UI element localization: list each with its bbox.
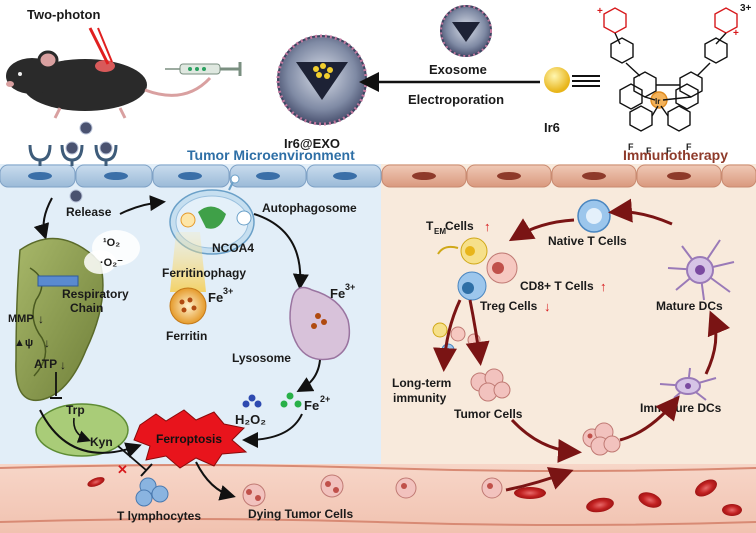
- lysosome-label: Lysosome: [232, 351, 291, 365]
- autophagosome-label: Autophagosome: [262, 201, 357, 215]
- dying-tumor-cells: [242, 474, 503, 507]
- immune-cycle-arrows: [433, 198, 730, 492]
- plus-right: +: [733, 28, 739, 39]
- fe2-label: Fe: [304, 398, 319, 413]
- fluorine-4: F: [686, 142, 692, 152]
- tem-t-label: T: [426, 219, 434, 233]
- psi-down-arrow: ↓: [44, 336, 50, 350]
- trp-to-kyn-arrow: [72, 417, 91, 443]
- effector-t-cells: [437, 237, 518, 301]
- mouse-illustration: [6, 27, 242, 119]
- ferroptosis-burst: [133, 409, 248, 469]
- t-lymphocytes-label: T lymphocytes: [117, 509, 201, 523]
- singlet-oxygen-label: ¹O₂: [103, 237, 120, 249]
- dying-tumor-cells-label: Dying Tumor Cells: [248, 507, 353, 521]
- arrow-to-ferroptosis: [242, 413, 303, 448]
- ir6-particle: [544, 67, 600, 93]
- treg-label: Treg Cells: [480, 299, 538, 313]
- atp-down-arrow: ↓: [60, 358, 66, 372]
- lysosome-fe-label: Fe: [330, 286, 345, 301]
- receptors: [28, 121, 118, 166]
- mmp-down-arrow: ↓: [38, 312, 44, 326]
- ir-atom-label: Ir: [655, 97, 660, 106]
- fluorine-2: F: [646, 146, 652, 156]
- tumor-cell-cluster: [470, 368, 511, 402]
- tem-subscript: EM: [434, 227, 446, 236]
- ferritinophagy-label: Ferritinophagy: [162, 266, 246, 280]
- ir6-label: Ir6: [544, 120, 560, 135]
- cd8-label: CD8+ T Cells: [520, 279, 594, 293]
- mmp-label: MMP: [8, 313, 34, 325]
- ferritin-particle: [169, 287, 207, 325]
- red-blood-cells: [87, 477, 742, 516]
- treg-down-arrow: ↓: [544, 299, 551, 314]
- kyn-label: Kyn: [90, 435, 113, 449]
- fe2-charge: 2+: [320, 394, 330, 404]
- immunotherapy-panel: [381, 164, 756, 464]
- mature-dcs-label: Mature DCs: [656, 299, 723, 313]
- kyn-inhibit-bar: [140, 463, 153, 477]
- ros-cloud: [84, 230, 140, 274]
- arrow-to-dying-cells: [195, 461, 236, 501]
- native-t-cell: [577, 199, 611, 233]
- trp-label: Trp: [66, 403, 85, 417]
- ferritin-fe-label: Fe: [208, 290, 223, 305]
- cd8-up-arrow: ↑: [600, 279, 607, 294]
- h2o2-dots: [242, 394, 262, 408]
- immunotherapy-title: Immunotherapy: [623, 147, 728, 163]
- ferritin-label: Ferritin: [166, 329, 207, 343]
- release-label: Release: [66, 205, 112, 219]
- lysosome: [289, 286, 351, 361]
- tumor-cluster-center: [582, 422, 621, 456]
- tem-up-arrow: ↑: [484, 219, 491, 234]
- ferritinophagy-beam: [170, 232, 206, 292]
- lysosome-fe-charge: 3+: [345, 282, 355, 292]
- ir6-exo-label: Ir6@EXO: [284, 136, 340, 151]
- arrow-to-fe2: [296, 359, 321, 392]
- electroporation-label: Electroporation: [408, 92, 504, 107]
- delta-psi-label: ▲ψ: [14, 337, 33, 349]
- superoxide-label: ·O₂⁻: [100, 257, 123, 269]
- respiratory-label: Respiratory: [62, 287, 129, 301]
- activated-cells-small: [432, 322, 481, 357]
- atp-label: ATP: [34, 357, 57, 371]
- fe2-dots: [280, 392, 302, 408]
- immature-dcs-label: Immature DCs: [640, 401, 722, 415]
- tumor-cells-label: Tumor Cells: [454, 407, 523, 421]
- mitochondrion: [15, 237, 104, 401]
- h2o2-label: H₂O₂: [235, 412, 266, 427]
- ido-pathway: [35, 403, 129, 457]
- released-exosome: [69, 189, 83, 203]
- ferroptosis-label: Ferroptosis: [156, 432, 222, 446]
- membrane-cells-left: [0, 164, 382, 188]
- chain-label: Chain: [70, 301, 103, 315]
- fluorine-3: F: [666, 146, 672, 156]
- two-photon-label: Two-photon: [27, 7, 100, 22]
- respiratory-chain-complex: [37, 275, 79, 287]
- plus-left: +: [597, 6, 603, 17]
- ferritin-fe-charge: 3+: [223, 286, 233, 296]
- ncoa4-label: NCOA4: [212, 241, 254, 255]
- ir6-exo-particle: [276, 34, 368, 126]
- block-cross: ✕: [117, 462, 128, 477]
- native-t-cells-label: Native T Cells: [548, 234, 627, 248]
- immunity-label: immunity: [393, 391, 447, 405]
- long-term-label: Long-term: [392, 376, 451, 390]
- arrow-to-autophagosome: [119, 195, 166, 215]
- arrow-to-lysosome: [253, 213, 309, 290]
- exosome-particle: [440, 5, 492, 57]
- t-lymphocyte-cluster: [135, 477, 169, 507]
- tumor-microenvironment-title: Tumor Microenvironment: [187, 147, 355, 163]
- arrow-release-down: [33, 197, 53, 240]
- exosome-label: Exosome: [429, 62, 487, 77]
- fluorine-1: F: [628, 142, 634, 152]
- mature-dc: [667, 239, 735, 301]
- ir6-charge: 3+: [740, 3, 752, 14]
- arrow-mito-to-ferroptosis: [39, 409, 142, 458]
- tem-cells-label: Cells: [445, 219, 474, 233]
- membrane-cells-right: [381, 164, 756, 188]
- ir6-chemical-structure: [603, 7, 738, 132]
